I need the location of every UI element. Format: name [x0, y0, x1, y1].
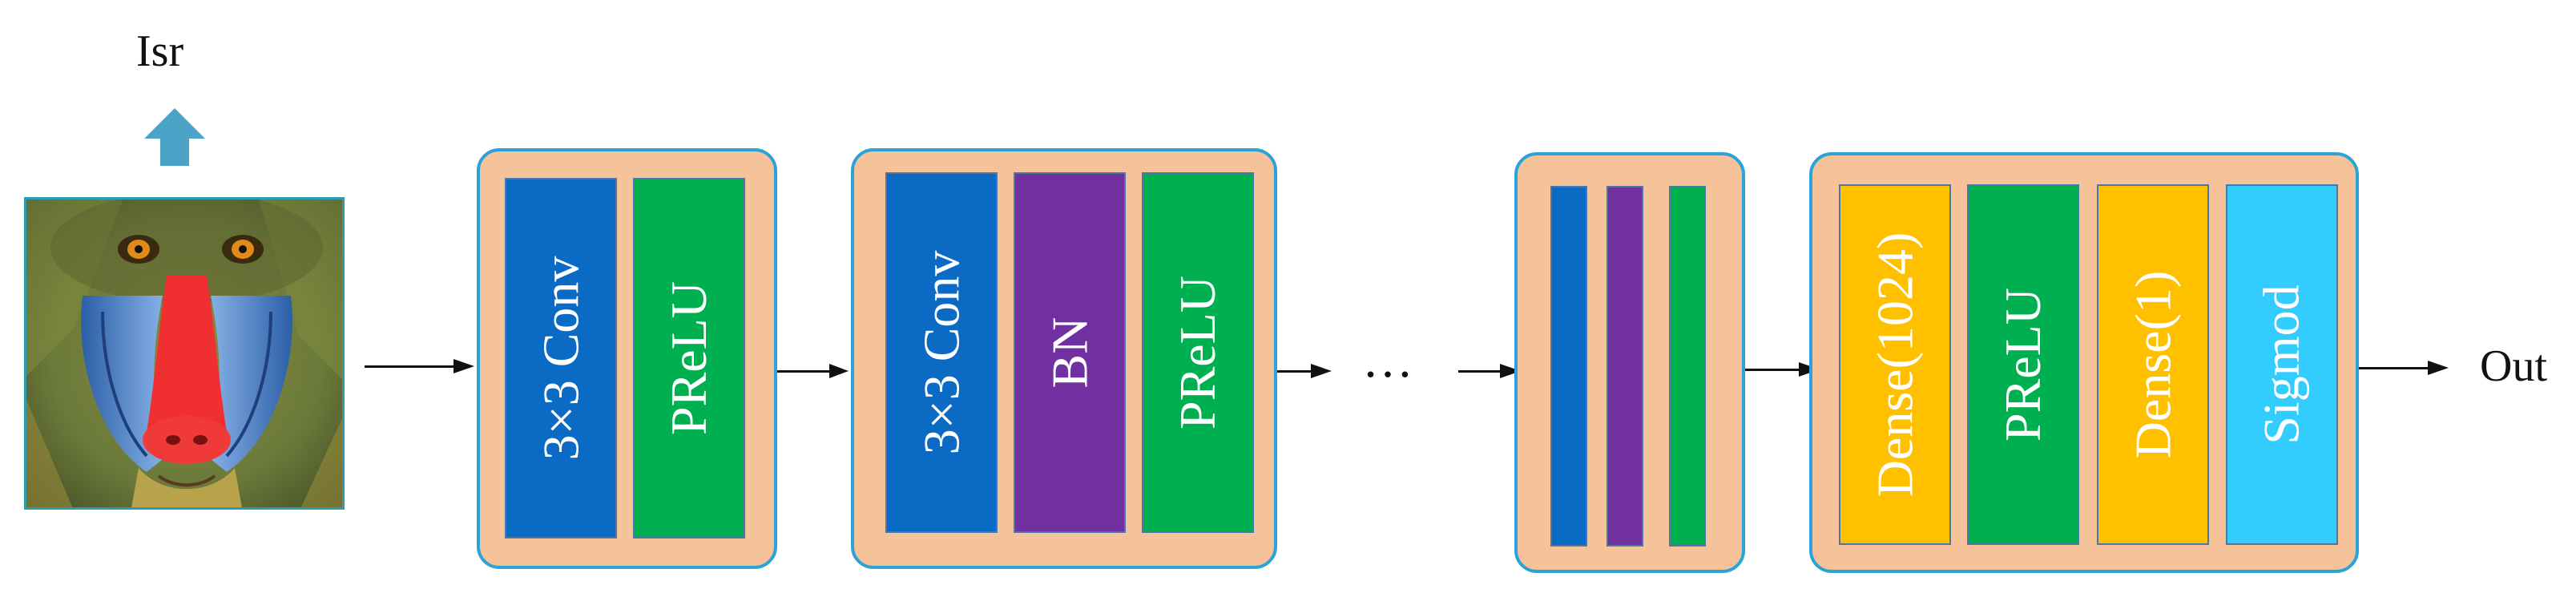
arrow-block2-to-dots [1277, 370, 1313, 373]
arrow-input-to-block1 [365, 365, 457, 368]
arrowhead [2428, 361, 2449, 375]
layer-label: BN [1041, 317, 1098, 389]
layer-sigmoid: Sigmod [2226, 184, 2338, 545]
arrowhead [829, 364, 849, 378]
layer-bn [1606, 186, 1643, 547]
arrowhead [454, 359, 474, 373]
layer-prelu: PReLU [1142, 172, 1254, 533]
layer-prelu: PReLU [633, 178, 745, 538]
output-label: Out [2480, 341, 2547, 391]
layer-bn: BN [1014, 172, 1126, 533]
layer-dense-1: Dense(1) [2097, 184, 2209, 545]
input-label: Isr [136, 26, 184, 76]
layer-label: PReLU [1994, 288, 2051, 442]
layer-label: 3×3 Conv [532, 256, 589, 461]
arrow-block3-to-block4 [1745, 369, 1801, 371]
layer-label: 3×3 Conv [913, 250, 970, 455]
mandrill-image [26, 200, 342, 507]
arrow-block1-to-block2 [777, 370, 809, 373]
arrow-dots-to-block3 [1458, 370, 1502, 373]
layer-prelu [1669, 186, 1706, 547]
layer-label: PReLU [1169, 276, 1226, 430]
layer-conv: 3×3 Conv [505, 178, 617, 538]
layer-label: Dense(1024) [1866, 232, 1923, 498]
layer-conv [1550, 186, 1587, 547]
layer-label: Sigmod [2253, 284, 2310, 445]
layer-conv: 3×3 Conv [885, 172, 998, 533]
arrow-block4-to-out [2359, 367, 2431, 369]
up-arrow-icon [144, 108, 205, 166]
layer-label: Dense(1) [2124, 270, 2181, 459]
arrowhead [1311, 364, 1332, 378]
input-image [24, 197, 345, 510]
layer-prelu: PReLU [1967, 184, 2079, 545]
arrow-block1-to-block2-b [805, 370, 833, 373]
layer-label: PReLU [660, 281, 717, 435]
layer-dense-1024: Dense(1024) [1839, 184, 1951, 545]
ellipsis: … [1362, 331, 1417, 388]
